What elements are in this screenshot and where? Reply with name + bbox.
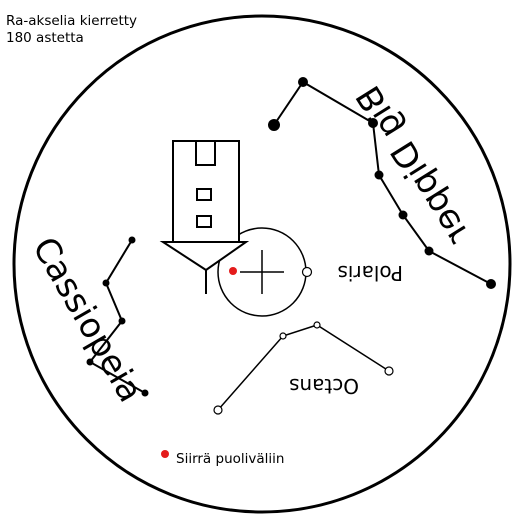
big-dipper-label: Big Dipper <box>349 78 478 251</box>
octans-star <box>280 333 286 339</box>
polaris-current-marker <box>229 267 237 275</box>
big-dipper-star <box>375 171 384 180</box>
octans-star <box>314 322 320 328</box>
octans-star <box>214 406 222 414</box>
octans-label: Octans <box>289 374 359 398</box>
note-text: Siirrä puoliväliin <box>176 451 284 467</box>
octans-star <box>385 367 393 375</box>
big-dipper-star <box>298 77 308 87</box>
cassiopeia-star <box>129 237 136 244</box>
pointer-arrow-outline <box>163 141 246 270</box>
cassiopeia-star <box>103 280 110 287</box>
caption-line-1: Ra-akselia kierretty <box>6 13 137 29</box>
polaris-label: Polaris <box>337 261 403 285</box>
pointer-arrow-window <box>197 216 211 227</box>
note-marker <box>161 450 169 458</box>
move-halfway-note: Siirrä puoliväliin <box>161 450 284 467</box>
pointer-arrow-window <box>197 189 211 200</box>
octans-group: Octans <box>214 322 393 414</box>
big-dipper-group: Big Dipper <box>268 77 496 289</box>
big-dipper-star <box>268 119 280 131</box>
polaris-star <box>303 268 312 277</box>
big-dipper-star <box>486 279 496 289</box>
caption-line-2: 180 astetta <box>6 30 84 46</box>
cassiopeia-star <box>119 318 126 325</box>
big-dipper-star <box>399 211 408 220</box>
big-dipper-star <box>425 247 434 256</box>
